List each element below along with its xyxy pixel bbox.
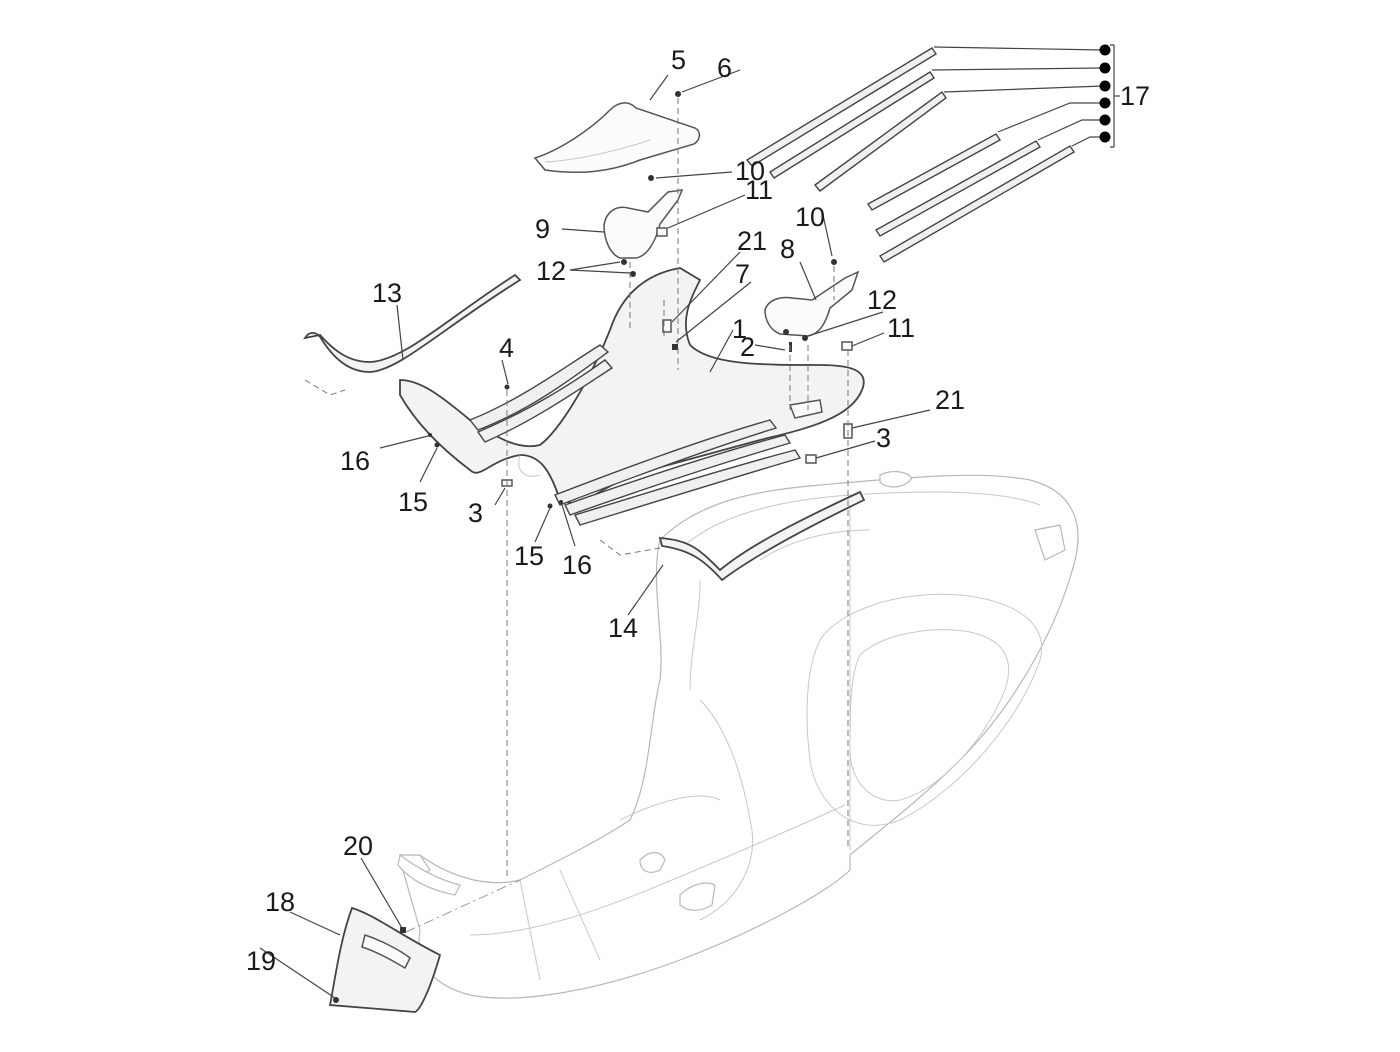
callout-15: 15 (398, 487, 428, 517)
callout-12: 12 (536, 256, 566, 286)
leader-lines (259, 69, 931, 999)
strip-bullet (1099, 62, 1111, 74)
callout-7: 7 (735, 259, 750, 289)
strip-bullet (1099, 44, 1111, 56)
scooter-body (398, 471, 1079, 999)
callout-3: 3 (876, 423, 891, 453)
callout-14: 14 (608, 613, 638, 643)
callout-3: 3 (468, 498, 483, 528)
left-side-trim-part (303, 273, 522, 373)
callout-19: 19 (246, 946, 276, 976)
callout-4: 4 (499, 333, 514, 363)
callout-11: 11 (887, 313, 915, 343)
callout-20: 20 (343, 831, 373, 861)
callout-11: 11 (745, 175, 773, 205)
strip-bullet (1099, 80, 1111, 92)
callout-16: 16 (340, 446, 370, 476)
callout-9: 9 (535, 214, 550, 244)
right-foot-support-part (764, 270, 860, 337)
right-side-trim-part (658, 490, 866, 582)
strip-bullet (1099, 97, 1111, 109)
callout-21: 21 (935, 385, 965, 415)
callout-16: 16 (562, 550, 592, 580)
callout-5: 5 (671, 45, 686, 75)
rubber-strips (745, 44, 1120, 263)
strip-bullet (1099, 131, 1111, 143)
callout-21: 21 (737, 226, 767, 256)
callout-1: 1 (732, 314, 747, 344)
callout-12: 12 (867, 285, 897, 315)
left-foot-support-part (603, 189, 684, 259)
callout-15: 15 (514, 541, 544, 571)
callout-17: 17 (1120, 81, 1150, 111)
alignment-lines (304, 98, 849, 933)
front-cover-part (533, 102, 701, 174)
callout-6: 6 (717, 53, 732, 83)
floor-panel-part (399, 267, 865, 526)
callout-18: 18 (265, 887, 295, 917)
callout-8: 8 (780, 234, 795, 264)
callout-10: 10 (795, 202, 825, 232)
callout-10: 10 (735, 156, 765, 186)
rear-lower-cover-part (328, 853, 461, 1013)
callout-13: 13 (372, 278, 402, 308)
strip-bullet (1099, 114, 1111, 126)
callout-labels: 1 2 3 3 4 5 6 7 8 9 10 10 11 11 12 12 13… (246, 45, 1150, 976)
callout-2: 2 (740, 332, 755, 362)
